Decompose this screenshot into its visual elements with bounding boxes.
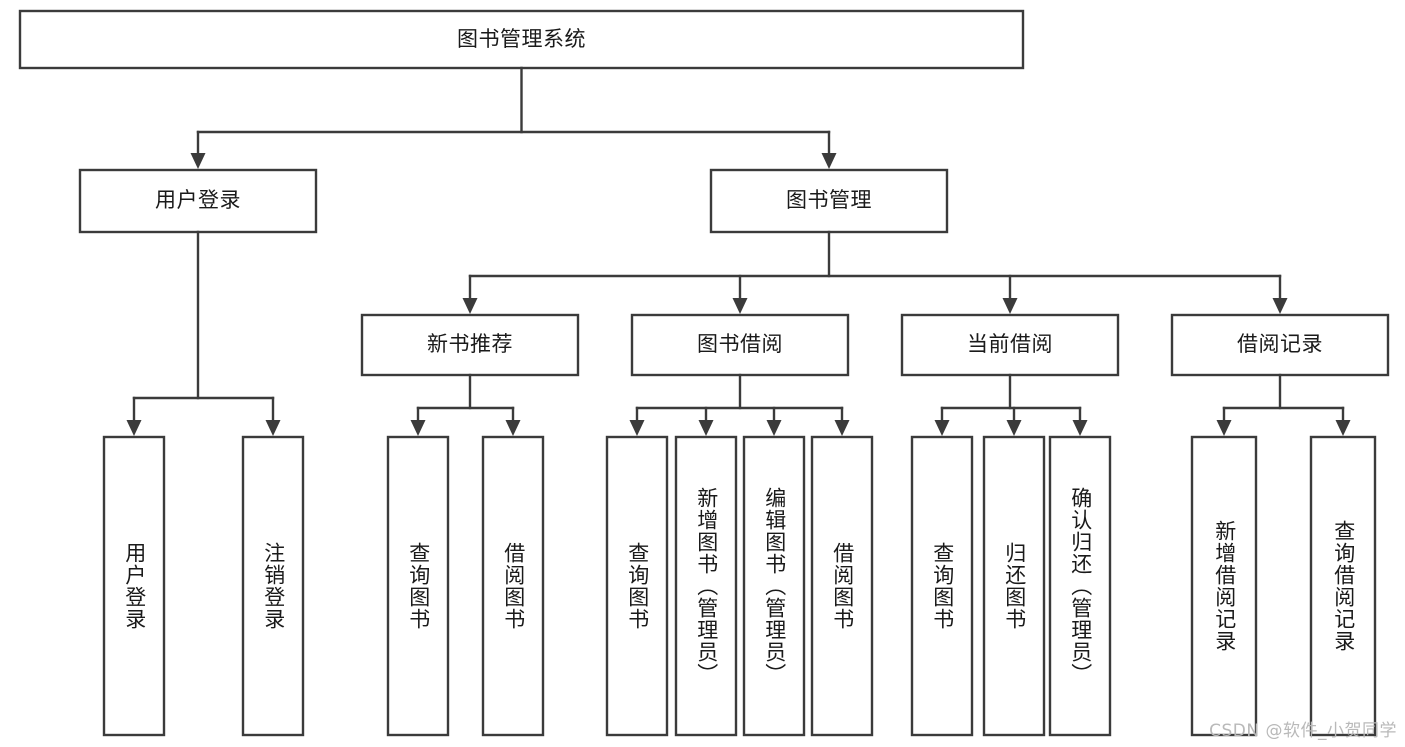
node-leaf-borrow-book[interactable]	[810, 435, 874, 737]
conn-book-borrow-arrow-0	[629, 420, 645, 436]
node-leaf-query-book-current[interactable]	[910, 435, 974, 737]
node-book-manage[interactable]	[709, 168, 949, 234]
conn-new-book-arrow-0	[410, 420, 426, 436]
node-leaf-query-book-borrow[interactable]	[605, 435, 669, 737]
conn-borrow-record-arrow-1	[1335, 420, 1351, 436]
node-leaf-logout[interactable]	[241, 435, 305, 737]
conn-borrow-record-arrow-0	[1216, 420, 1232, 436]
conn-current-borrow-arrow-0	[934, 420, 950, 436]
conn-root-arrow-1	[821, 153, 837, 169]
conn-new-book-arrow-1	[505, 420, 521, 436]
node-borrow-record[interactable]	[1170, 313, 1390, 377]
node-leaf-borrow-book-recommend[interactable]	[481, 435, 545, 737]
node-leaf-query-book-recommend[interactable]	[386, 435, 450, 737]
conn-book-borrow-arrow-3	[834, 420, 850, 436]
node-user-login[interactable]	[78, 168, 318, 234]
conn-book-manage-arrow-0	[462, 298, 478, 314]
conn-book-manage-arrow-2	[1002, 298, 1018, 314]
conn-user-login-arrow-0	[126, 420, 142, 436]
node-new-book-recommend[interactable]	[360, 313, 580, 377]
node-leaf-return-book[interactable]	[982, 435, 1046, 737]
node-leaf-add-borrow-record[interactable]	[1190, 435, 1258, 737]
node-leaf-add-book[interactable]	[674, 435, 738, 737]
conn-book-borrow-arrow-1	[698, 420, 714, 436]
conn-current-borrow-arrow-1	[1006, 420, 1022, 436]
node-leaf-confirm-return[interactable]	[1048, 435, 1112, 737]
conn-book-borrow-arrow-2	[766, 420, 782, 436]
conn-book-manage-arrow-3	[1272, 298, 1288, 314]
node-current-borrow[interactable]	[900, 313, 1120, 377]
node-leaf-edit-book[interactable]	[742, 435, 806, 737]
node-leaf-query-borrow-record[interactable]	[1309, 435, 1377, 737]
conn-current-borrow-arrow-2	[1072, 420, 1088, 436]
conn-book-manage-arrow-1	[732, 298, 748, 314]
conn-root-arrow-0	[190, 153, 206, 169]
node-leaf-user-login[interactable]	[102, 435, 166, 737]
node-root-system[interactable]	[18, 9, 1025, 70]
node-book-borrow[interactable]	[630, 313, 850, 377]
conn-user-login-arrow-1	[265, 420, 281, 436]
